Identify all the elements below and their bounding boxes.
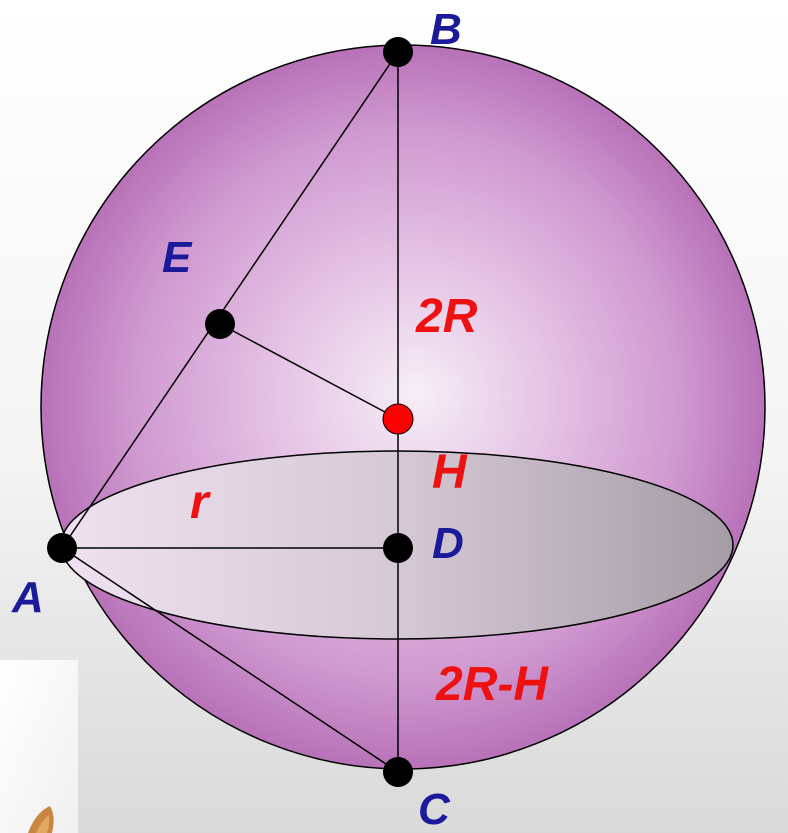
point-a xyxy=(47,533,77,563)
decorative-ornament-highlight xyxy=(36,815,50,833)
point-d xyxy=(383,533,413,563)
segment-eh xyxy=(219,323,399,420)
point-h-center xyxy=(382,403,414,435)
point-c xyxy=(383,757,413,787)
decorative-card xyxy=(0,660,78,833)
label-h: H xyxy=(432,446,468,499)
label-point-a: A xyxy=(11,573,44,622)
label-r: r xyxy=(190,476,211,529)
label-point-b: B xyxy=(430,5,462,54)
point-b xyxy=(383,37,413,67)
point-e xyxy=(205,309,235,339)
label-point-e: E xyxy=(162,233,193,282)
label-point-c: C xyxy=(418,785,451,833)
label-point-d: D xyxy=(432,519,464,568)
label-two-r: 2R xyxy=(415,290,478,343)
segment-ac xyxy=(61,547,399,773)
segment-ab xyxy=(61,51,399,549)
label-two-r-minus-h: 2R-H xyxy=(435,658,549,711)
